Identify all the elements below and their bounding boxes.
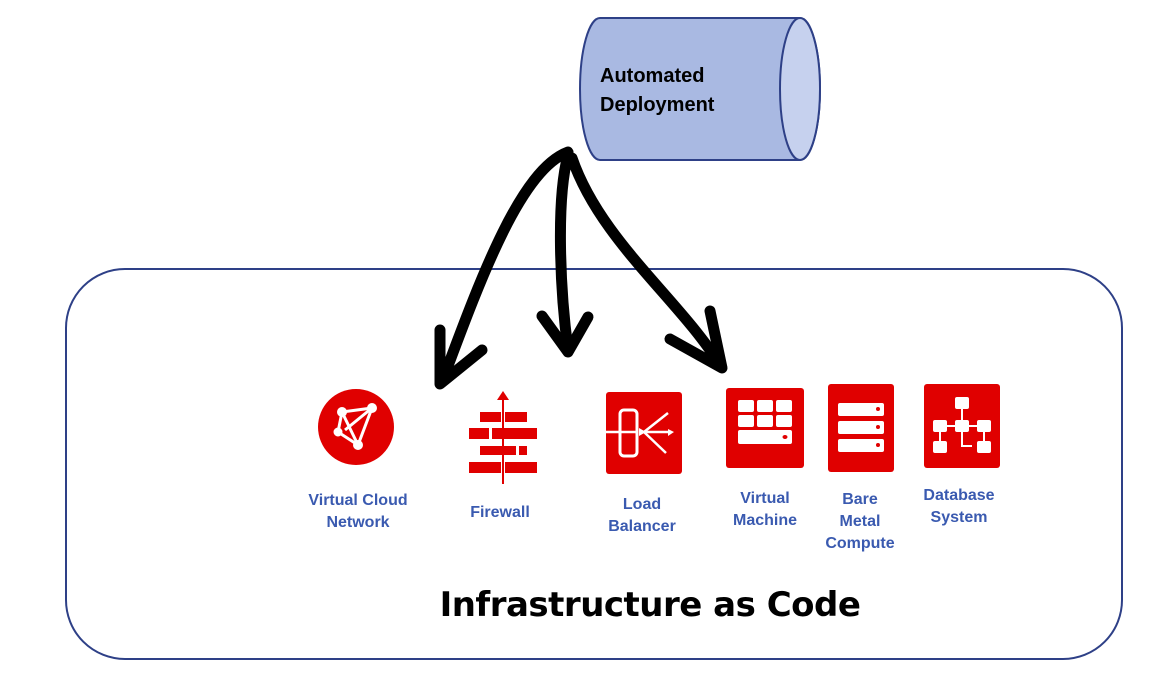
firewall-label: Firewall	[450, 502, 550, 524]
label-line: Firewall	[470, 504, 530, 521]
label-line: Machine	[732, 512, 797, 529]
arrow-to-vcn	[436, 146, 574, 388]
label-line: Load	[622, 496, 662, 513]
label-line: Balancer	[608, 518, 676, 535]
arrow-head-firewall	[536, 310, 594, 358]
arrow-to-firewall	[554, 149, 574, 356]
label-line: Virtual Cloud	[308, 492, 408, 509]
label-line: Database	[923, 487, 995, 504]
label-line: System	[930, 509, 988, 526]
server-stack-icon	[828, 384, 894, 472]
virtual-machine-label: Virtual Machine	[714, 488, 816, 532]
label-line: Virtual	[740, 490, 790, 507]
label-line: Network	[326, 514, 390, 531]
network-mesh-icon	[318, 389, 394, 465]
database-label: Database System	[906, 485, 1012, 529]
label-line: Automated	[600, 65, 705, 87]
automated-deployment-cylinder[interactable]	[579, 17, 821, 161]
automated-deployment-label: Automated Deployment	[600, 62, 770, 120]
arrow-head-vcn	[434, 324, 488, 390]
label-line: Deployment	[600, 94, 715, 116]
firewall-brick-icon	[469, 391, 537, 484]
bare-metal-label: Bare Metal Compute	[812, 489, 908, 555]
infrastructure-container	[65, 268, 1123, 660]
arrow-to-vm	[566, 152, 726, 371]
label-line: Bare	[842, 491, 878, 508]
cylinder-end-cap	[779, 17, 821, 161]
arrow-head-vm	[664, 305, 728, 374]
load-balancer-icon	[606, 392, 682, 474]
label-line: Compute	[825, 535, 895, 552]
load-balancer-label: Load Balancer	[590, 494, 694, 538]
vcn-label: Virtual Cloud Network	[288, 490, 428, 534]
infrastructure-title: Infrastructure as Code	[439, 585, 861, 625]
virtual-machine-grid-icon	[726, 388, 804, 468]
database-tree-icon	[924, 384, 1000, 468]
label-line: Metal	[839, 513, 881, 530]
